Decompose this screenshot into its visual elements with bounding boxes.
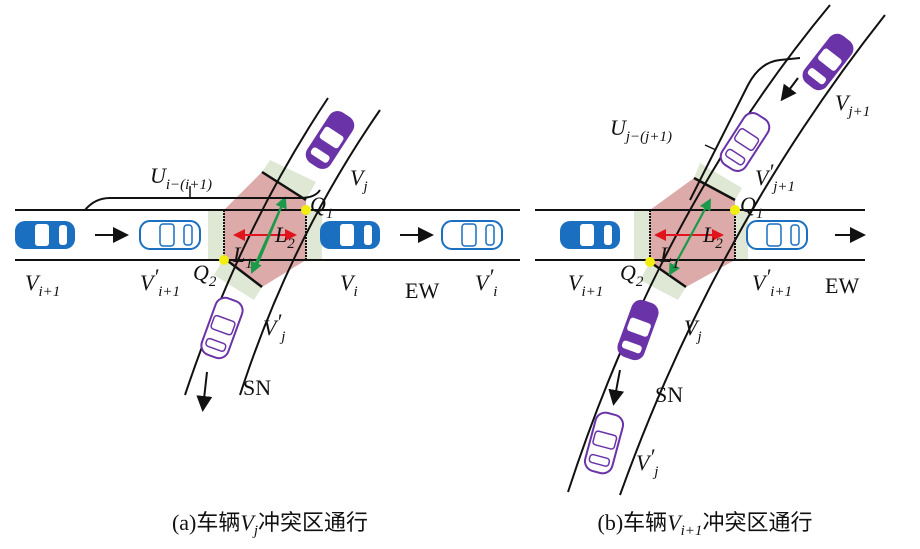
car-v-j (614, 297, 662, 363)
label-v-j-prime: V′j (636, 444, 658, 480)
label-q2: Q2 (620, 260, 644, 290)
label-v-i1-prime: V′i+1 (752, 264, 792, 300)
direction-arrow (608, 369, 625, 406)
stop-line (223, 210, 307, 260)
label-q2: Q2 (193, 260, 217, 290)
label-v-j1: Vj+1 (835, 90, 870, 120)
label-v-i1: Vi+1 (568, 270, 603, 300)
label-q1: Q1 (310, 192, 333, 222)
label-ew: EW (405, 278, 439, 303)
car-v-i1 (560, 221, 620, 249)
car-v-j-prime (581, 409, 627, 477)
q1-point (730, 205, 740, 215)
label-v-i1: Vi+1 (25, 270, 60, 300)
buffer-zone (634, 210, 650, 260)
label-l2: L2 (702, 222, 723, 252)
caption-b: (b)车辆Vi+1冲突区通行 (598, 510, 813, 539)
sn-road-edge (619, 14, 886, 496)
stop-line (649, 176, 736, 289)
buffer-zone (306, 210, 322, 260)
q1-point (301, 205, 311, 215)
car-v-i-prime (441, 220, 503, 250)
label-sn: SN (655, 382, 683, 407)
car-v-j-prime (197, 294, 247, 362)
label-u: Uj−(j+1) (610, 115, 672, 145)
sn-road-edge (184, 97, 329, 396)
label-sn: SN (243, 375, 271, 400)
car-v-i1-prime (746, 220, 808, 250)
label-v-i: Vi (340, 270, 358, 300)
u-bracket (84, 189, 321, 211)
caption-a: (a)车辆Vj冲突区通行 (172, 510, 368, 539)
u-bracket-tick (704, 144, 717, 151)
car-v-j (301, 107, 359, 173)
l1-arrow (250, 197, 286, 274)
q2-point (645, 257, 655, 267)
label-v-j1-prime: V′j+1 (755, 159, 795, 195)
stop-line (223, 170, 307, 288)
u-bracket (689, 57, 801, 201)
car-v-i (320, 221, 380, 249)
q2-point (219, 255, 229, 265)
car-v-i1-prime (139, 220, 201, 250)
label-v-j: Vj (684, 315, 702, 345)
stop-line (649, 210, 736, 262)
label-l1: L1 (659, 242, 680, 272)
label-v-i-prime: V′i (475, 264, 497, 300)
l1-arrow (669, 199, 711, 276)
direction-arrow (196, 371, 213, 412)
buffer-zone (214, 258, 262, 300)
label-l1: L1 (232, 242, 253, 272)
car-v-i1 (15, 221, 75, 249)
label-v-j: Vj (350, 165, 368, 195)
label-v-j-prime: V′j (263, 309, 285, 345)
buffer-zone (208, 210, 224, 260)
panel-b: Uj−(j+1) Vi+1 V′i+1 EW Vj+1 V′j+1 Vj SN … (535, 4, 886, 539)
label-q1: Q1 (740, 192, 763, 222)
buffer-zone (694, 163, 742, 200)
buffer-zone (262, 160, 316, 200)
buffer-zone (640, 262, 686, 300)
label-v-i1-prime: V′i+1 (140, 264, 180, 300)
direction-arrow (780, 77, 799, 102)
label-ew: EW (825, 273, 859, 298)
sn-road-edge (239, 109, 381, 396)
label-l2: L2 (274, 222, 295, 252)
label-u: Ui−(i+1) (150, 163, 212, 193)
panel-a: Ui−(i+1) Vi+1 V′i+1 Vi V′i EW Vj V′j SN … (15, 97, 520, 539)
sn-road-edge (567, 4, 831, 493)
